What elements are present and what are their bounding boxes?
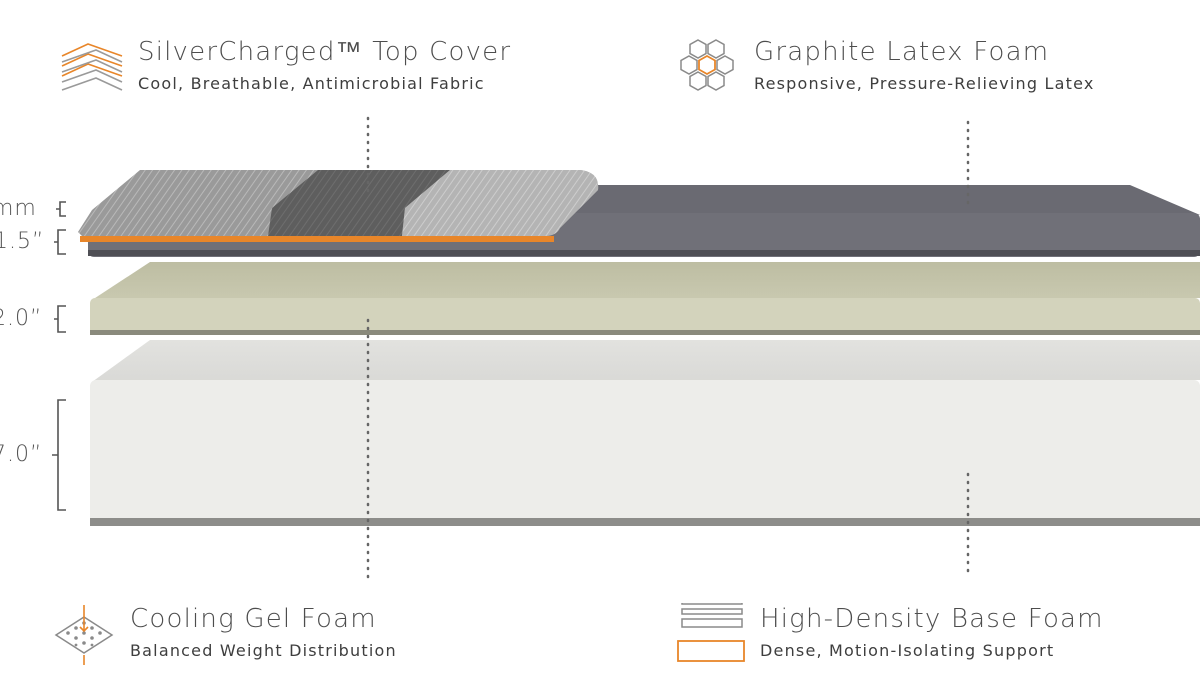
feature-cooling-gel: Cooling Gel Foam Balanced Weight Distrib… [52, 603, 397, 667]
feature-title: Cooling Gel Foam [130, 604, 377, 634]
dim-latex-label: 1.5” [0, 229, 45, 254]
feature-title: High-Density Base Foam [760, 604, 1104, 634]
dim-cover-label: mm [0, 196, 37, 221]
feature-base-foam: High-Density Base Foam Dense, Motion-Iso… [676, 603, 1104, 667]
silver-layer-accent [80, 236, 554, 242]
bracket-base [52, 399, 66, 511]
feature-graphite-latex: Graphite Latex Foam Responsive, Pressure… [676, 36, 1095, 100]
woven-fabric-icon [61, 43, 123, 91]
bracket-latex [54, 229, 66, 255]
feature-title: SilverCharged™ Top Cover [138, 37, 512, 67]
stacked-layers-icon [677, 603, 745, 662]
bracket-gel [54, 305, 66, 333]
base-foam-layer [90, 340, 1200, 526]
feature-subtitle: Cool, Breathable, Antimicrobial Fabric [138, 74, 485, 93]
feature-subtitle: Dense, Motion-Isolating Support [760, 641, 1055, 660]
feature-subtitle: Responsive, Pressure-Relieving Latex [754, 74, 1095, 93]
feature-title: Graphite Latex Foam [754, 37, 1050, 67]
feature-subtitle: Balanced Weight Distribution [130, 641, 397, 660]
feature-top-cover: SilverCharged™ Top Cover Cool, Breathabl… [60, 36, 511, 100]
dim-gel-label: 2.0” [0, 306, 43, 331]
hexagon-cells-icon [680, 39, 734, 91]
dim-base-label: 7.0” [0, 442, 43, 467]
bracket-cover [56, 201, 66, 217]
gel-dots-icon [54, 605, 114, 665]
cooling-gel-layer [90, 262, 1200, 335]
top-cover-layer [78, 170, 599, 242]
